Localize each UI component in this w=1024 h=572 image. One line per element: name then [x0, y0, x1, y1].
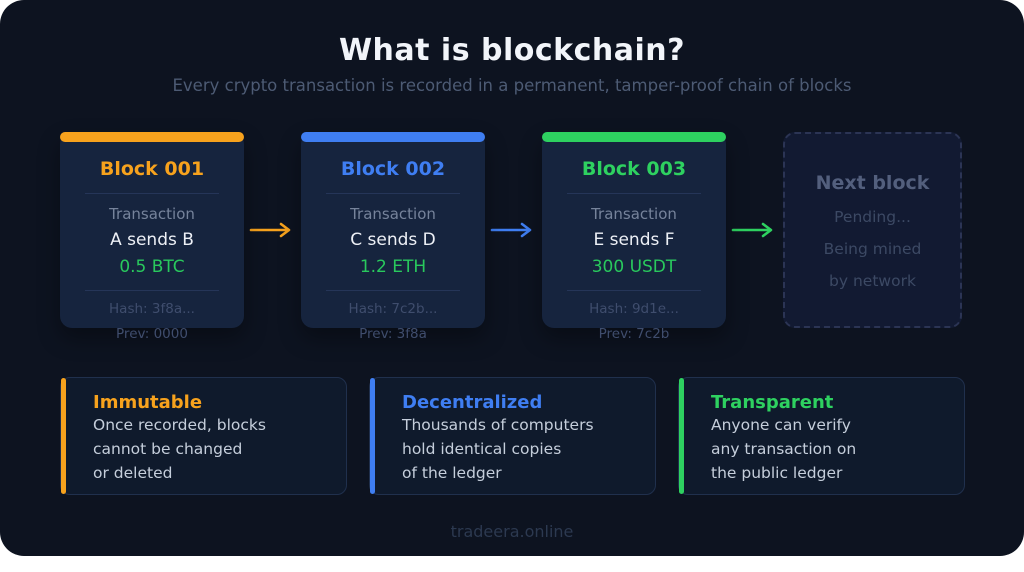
feature-title: Transparent	[711, 392, 834, 413]
feature-text: cannot be changed	[93, 440, 243, 458]
feature-cards: Immutable Once recorded, blocks cannot b…	[60, 377, 965, 495]
chain-arrow	[485, 132, 542, 328]
block-title: Block 002	[340, 158, 446, 180]
next-block-status: Being mined	[823, 240, 922, 258]
page-subtitle: Every crypto transaction is recorded in …	[172, 76, 852, 95]
block-prev-hash: Prev: 7c2b	[598, 326, 670, 342]
next-block-status: Pending...	[834, 208, 911, 226]
feature-card-transparent: Transparent Anyone can verify any transa…	[678, 377, 965, 495]
block-hash: Hash: 9d1e...	[589, 301, 679, 317]
feature-text: Once recorded, blocks	[93, 416, 266, 434]
feature-title: Decentralized	[402, 392, 543, 413]
feature-text: hold identical copies	[402, 440, 562, 458]
feature-accent-bar	[679, 378, 684, 494]
transaction-amount: 300 USDT	[591, 257, 677, 277]
divider	[85, 193, 219, 194]
feature-text: Thousands of computers	[402, 416, 594, 434]
right-arrow-icon	[731, 222, 772, 238]
divider	[326, 193, 460, 194]
block-accent-cap	[60, 132, 244, 142]
right-arrow-icon	[249, 222, 290, 238]
next-block-card: Next block Pending... Being mined by net…	[783, 132, 962, 328]
block-accent-cap	[301, 132, 485, 142]
page-title: What is blockchain?	[338, 33, 686, 68]
transaction-label: Transaction	[350, 205, 436, 223]
block-title: Block 001	[99, 158, 205, 180]
transaction-parties: C sends D	[350, 230, 436, 250]
divider	[567, 290, 701, 291]
feature-text: Anyone can verify	[711, 416, 851, 434]
block-hash: Hash: 7c2b...	[348, 301, 438, 317]
chain-arrow	[244, 132, 301, 328]
feature-text: or deleted	[93, 464, 173, 482]
transaction-parties: A sends B	[110, 230, 194, 250]
brand-watermark: tradeera.online	[450, 522, 574, 541]
infographic-panel: What is blockchain? Every crypto transac…	[0, 0, 1024, 556]
block-card-001: Block 001 Transaction A sends B 0.5 BTC …	[60, 132, 244, 342]
divider	[85, 290, 219, 291]
divider	[567, 193, 701, 194]
next-block-title: Next block	[815, 172, 930, 194]
block-accent-cap	[542, 132, 726, 142]
divider	[326, 290, 460, 291]
chain-arrow	[726, 132, 783, 328]
next-block-status: by network	[829, 272, 916, 290]
block-prev-hash: Prev: 3f8a	[359, 326, 427, 342]
transaction-label: Transaction	[109, 205, 195, 223]
blockchain-flow: Block 001 Transaction A sends B 0.5 BTC …	[60, 132, 962, 342]
block-title: Block 003	[581, 158, 687, 180]
feature-card-immutable: Immutable Once recorded, blocks cannot b…	[60, 377, 347, 495]
feature-accent-bar	[61, 378, 66, 494]
block-prev-hash: Prev: 0000	[116, 326, 188, 342]
transaction-parties: E sends F	[593, 230, 675, 250]
feature-title: Immutable	[93, 392, 203, 413]
transaction-amount: 0.5 BTC	[119, 257, 185, 277]
transaction-label: Transaction	[591, 205, 677, 223]
feature-text: of the ledger	[402, 464, 502, 482]
transaction-amount: 1.2 ETH	[359, 257, 427, 277]
feature-text: any transaction on	[711, 440, 857, 458]
feature-text: the public ledger	[711, 464, 843, 482]
block-card-003: Block 003 Transaction E sends F 300 USDT…	[542, 132, 726, 342]
right-arrow-icon	[490, 222, 531, 238]
feature-accent-bar	[370, 378, 375, 494]
block-card-002: Block 002 Transaction C sends D 1.2 ETH …	[301, 132, 485, 342]
feature-card-decentralized: Decentralized Thousands of computers hol…	[369, 377, 656, 495]
block-hash: Hash: 3f8a...	[109, 301, 195, 317]
